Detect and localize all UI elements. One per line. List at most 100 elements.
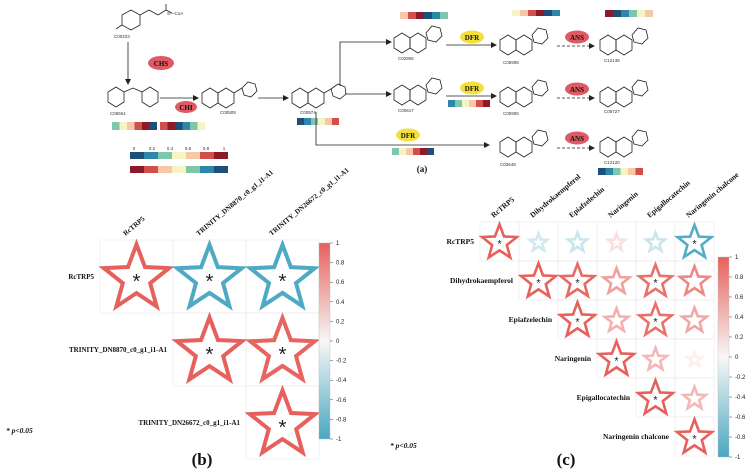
arrowhead: [193, 95, 199, 101]
significance-marker: *: [653, 278, 658, 290]
scale-tick: 0.4: [167, 146, 174, 151]
heat-cell: [119, 122, 127, 130]
row-label: Dihydrokaempferol: [450, 276, 513, 285]
heat-cell: [190, 122, 198, 130]
heat-cell: [440, 12, 448, 19]
compound-id-6: C05908: [503, 60, 519, 65]
scale-swatch: [200, 152, 214, 159]
arrowhead: [589, 95, 595, 101]
colorbar-tick-label: -0.6: [336, 398, 347, 404]
compound-id-10: C12136: [604, 58, 620, 63]
colorbar: [717, 256, 730, 458]
heatmap-strip-chi: [160, 122, 205, 130]
column-label: Epiafzelechin: [567, 184, 607, 219]
molecule-dihydromyricetin: [393, 25, 443, 54]
correlation-star: [642, 228, 669, 254]
scale-swatch: [186, 152, 200, 159]
correlation-star: [171, 311, 248, 385]
significance-marker: *: [614, 356, 619, 368]
heat-cell: [175, 122, 183, 130]
significance-marker: *: [279, 343, 287, 366]
heat-cell: [297, 118, 304, 125]
scale-swatch: [144, 152, 158, 159]
column-label: TRINITY_DN26672_c0_g1_i1-A1: [268, 166, 351, 238]
heatmap-strip-f3h: [297, 118, 339, 125]
scale-swatch: [172, 166, 186, 173]
pathway-diagram: S—CoA C00223 CHS C06561 CHI C00509: [107, 4, 653, 175]
row-label: Epigallocatechin: [577, 393, 631, 402]
compound-id-12: C12120: [604, 160, 620, 165]
heat-cell: [408, 12, 416, 19]
heat-cell: [311, 118, 318, 125]
enzyme-chi-badge: [175, 101, 197, 113]
heat-cell: [512, 10, 520, 16]
heat-cell: [182, 122, 190, 130]
enzyme-ans-badge: [565, 131, 589, 145]
arrowhead: [589, 145, 595, 151]
correlation-star: [244, 312, 321, 384]
correlation-star: [478, 220, 521, 261]
molecule-naringenin: [201, 81, 258, 109]
colorbar-tick-label: -0.4: [735, 395, 746, 401]
scale-tick: 0.6: [185, 146, 192, 151]
panel-caption: (b): [192, 450, 213, 469]
correlation-star: [640, 344, 671, 373]
scale-swatch: [130, 166, 144, 173]
heat-cell: [613, 10, 621, 17]
row-label: TRINITY_DN8870_c0_g1_i1-A1: [69, 346, 168, 354]
correlation-star: [244, 384, 321, 458]
colorbar-tick-label: -1: [336, 437, 342, 443]
correlation-star: [604, 230, 629, 253]
scale-swatch: [144, 166, 158, 173]
enzyme-ans-badge: [565, 30, 589, 44]
grid-cell: [518, 221, 559, 262]
heat-cell: [142, 122, 150, 130]
enzyme-chi-label: CHI: [179, 104, 193, 112]
compound-id-4: C00974: [300, 110, 316, 115]
enzyme-chs-badge: [148, 56, 174, 70]
significance-footnote: * p<0.05: [6, 426, 33, 435]
heat-cell: [528, 10, 536, 16]
scale-swatch: [214, 166, 228, 173]
enzyme-dfr-badge: [460, 30, 484, 44]
colorbar-tick-label: -0.4: [336, 378, 347, 384]
enzyme-dfr-badge: [460, 81, 484, 95]
compound-id-3: C00509: [220, 110, 236, 115]
molecule-dihydroquercetin: [393, 77, 443, 106]
arrowhead: [283, 95, 289, 101]
heat-cell: [392, 148, 399, 155]
colorbar-tick-label: 0.4: [735, 315, 744, 321]
correlation-star: [679, 383, 710, 412]
molecule-leucodelphinidin: [499, 27, 549, 56]
heat-cell: [536, 10, 544, 16]
grid-cell: [674, 338, 715, 379]
colorbar-tick-label: -1: [735, 455, 741, 461]
heat-cell: [160, 122, 168, 130]
correlation-star: [244, 239, 321, 311]
heat-cell: [304, 118, 311, 125]
heat-cell: [127, 122, 135, 130]
compound-id-2: C06561: [110, 111, 126, 116]
heat-cell: [605, 10, 613, 17]
colorbar-tick-label: 0: [735, 355, 739, 361]
correlation-star: [98, 238, 175, 312]
colorbar-tick-label: 0.8: [336, 261, 345, 267]
colorbar-tick-label: -0.6: [735, 415, 746, 421]
row-label: RcTRP5: [447, 237, 475, 246]
correlation-star: [635, 299, 676, 338]
colorbar-tick-label: 1: [336, 241, 340, 247]
colorbar-tick-label: -0.2: [336, 359, 347, 365]
heat-cell: [400, 12, 408, 19]
enzyme-dfr-label: DFR: [401, 132, 416, 140]
scale-tick: 0: [133, 146, 136, 151]
heat-cell: [325, 118, 332, 125]
branch-top: [339, 41, 388, 86]
heat-cell: [620, 168, 628, 175]
heatmap-strip-dfr-mid: [448, 100, 490, 107]
heat-cell: [197, 122, 205, 130]
heat-cell: [399, 148, 406, 155]
scale-swatch: [214, 152, 228, 159]
scale-swatch: [130, 152, 144, 159]
heatmap-strip-dfr-top: [400, 12, 448, 19]
